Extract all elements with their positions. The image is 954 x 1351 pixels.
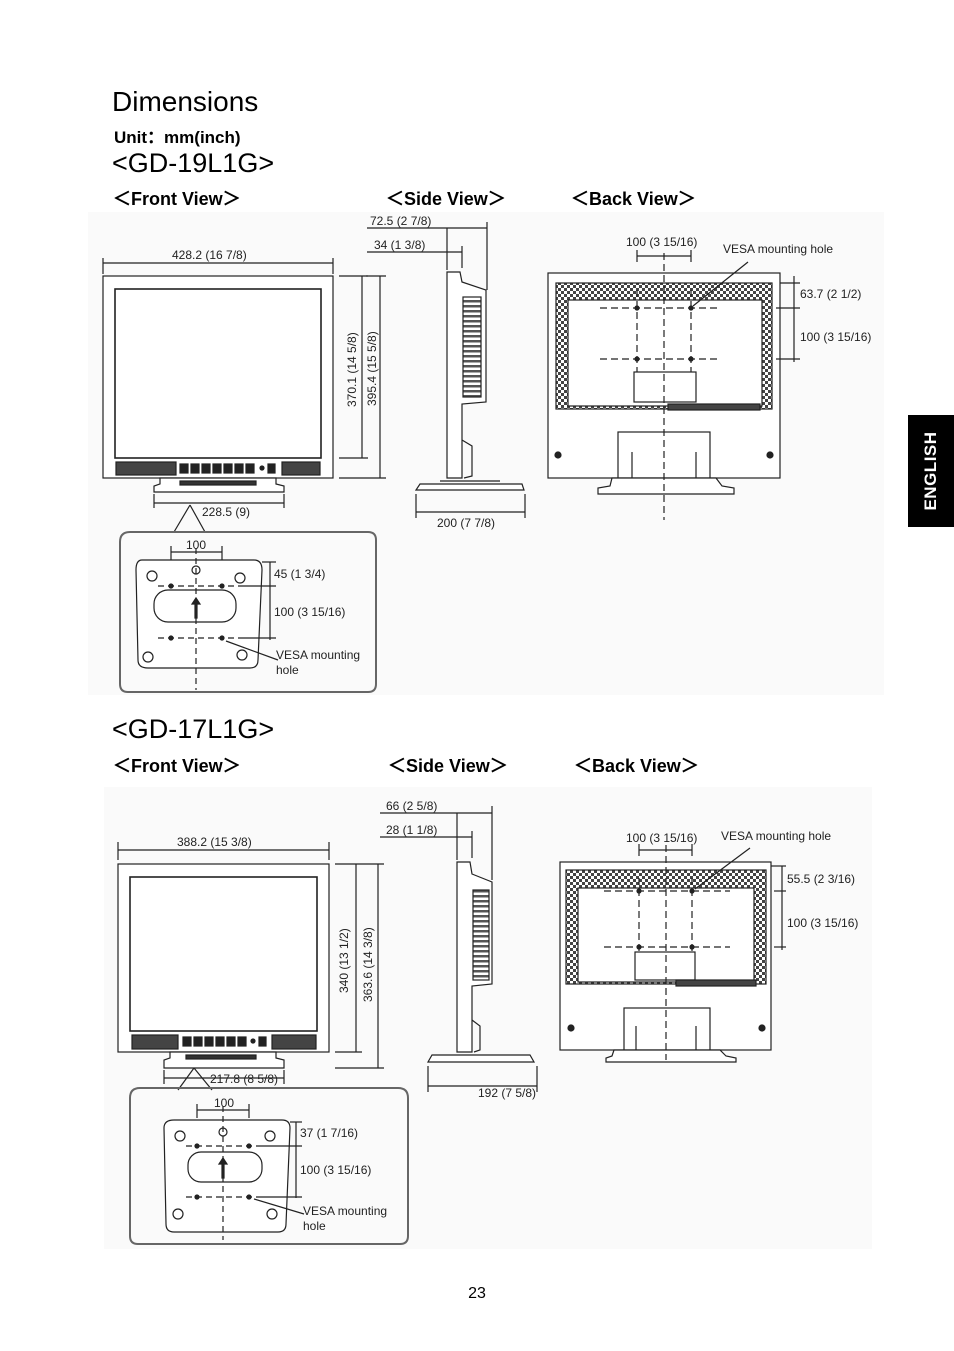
front-bezel [102, 275, 334, 479]
page-title: Dimensions [112, 86, 259, 117]
vesa-label-gd19: VESA mounting hole [723, 242, 833, 256]
dim-vesa-height-gd17: 100 (3 15/16) [787, 916, 858, 930]
base-detail-gd17 [129, 1067, 409, 1245]
dim-vesa-top-gd17: 55.5 (2 3/16) [787, 872, 855, 886]
front-view-gd17 [117, 842, 384, 1084]
dim-stand-depth-gd19: 200 (7 7/8) [437, 516, 495, 530]
dim-vesa-width-gd19: 100 (3 15/16) [626, 235, 697, 249]
back-view-label-gd17: ＜Back View＞ [574, 756, 699, 776]
base-dim-top-gd17: 37 (1 7/16) [300, 1126, 358, 1140]
dim-depth-panel-gd17: 28 (1 1/8) [386, 823, 437, 837]
side-view-gd19 [367, 222, 526, 518]
base-dim-width-gd19: 100 [186, 538, 206, 552]
model-title-gd19: <GD-19L1G> [112, 148, 275, 178]
dim-total-height-gd19: 395.4 (15 5/8) [365, 331, 379, 406]
dim-width-gd17: 388.2 (15 3/8) [177, 835, 252, 849]
dim-depth-panel-gd19: 34 (1 3/8) [374, 238, 425, 252]
base-dim-top-gd19: 45 (1 3/4) [274, 567, 325, 581]
base-vesa-label-1-gd19: VESA mounting [276, 648, 360, 662]
dim-stand-depth-gd17: 192 (7 5/8) [478, 1086, 536, 1100]
side-view-label-gd19: ＜Side View＞ [386, 189, 506, 209]
dim-screen-height-gd17: 340 (13 1/2) [337, 928, 351, 993]
dim-total-height-gd17: 363.6 (14 3/8) [361, 927, 375, 1002]
unit-label: Unit：mm(inch) [114, 128, 241, 147]
base-dim-width-gd17: 100 [214, 1096, 234, 1110]
front-screen [114, 288, 322, 459]
side-view-label-gd17: ＜Side View＞ [388, 756, 508, 776]
model-title-gd17: <GD-17L1G> [112, 714, 275, 744]
base-vesa-label-2-gd17: hole [303, 1219, 326, 1233]
base-dim-height-gd19: 100 (3 15/16) [274, 605, 345, 619]
dim-width-gd19: 428.2 (16 7/8) [172, 248, 247, 262]
page-number: 23 [468, 1285, 486, 1302]
front-speaker-left [115, 461, 177, 476]
front-view-label-gd17: ＜Front View＞ [113, 756, 241, 776]
back-view-gd19 [547, 250, 800, 520]
language-tab: ENGLISH [908, 415, 954, 527]
dim-stand-width-gd17: 217.8 (8 5/8) [210, 1072, 278, 1086]
back-view-label-gd19: ＜Back View＞ [571, 189, 696, 209]
base-dim-height-gd17: 100 (3 15/16) [300, 1163, 371, 1177]
back-view-gd17 [559, 844, 786, 1063]
front-view-gd19 [102, 258, 386, 508]
base-detail-gd19 [119, 504, 377, 693]
dim-stand-width-gd19: 228.5 (9) [202, 505, 250, 519]
dim-vesa-top-gd19: 63.7 (2 1/2) [800, 287, 861, 301]
dim-depth-total-gd17: 66 (2 5/8) [386, 799, 437, 813]
front-view-label-gd19: ＜Front View＞ [113, 189, 241, 209]
dim-vesa-width-gd17: 100 (3 15/16) [626, 831, 697, 845]
vesa-label-gd17: VESA mounting hole [721, 829, 831, 843]
front-speaker-right [281, 461, 321, 476]
base-vesa-label-2-gd19: hole [276, 663, 299, 677]
dim-screen-height-gd19: 370.1 (14 5/8) [345, 332, 359, 407]
side-view-gd17 [380, 806, 538, 1092]
dim-depth-total-gd19: 72.5 (2 7/8) [370, 214, 431, 228]
dim-vesa-height-gd19: 100 (3 15/16) [800, 330, 871, 344]
base-vesa-label-1-gd17: VESA mounting [303, 1204, 387, 1218]
